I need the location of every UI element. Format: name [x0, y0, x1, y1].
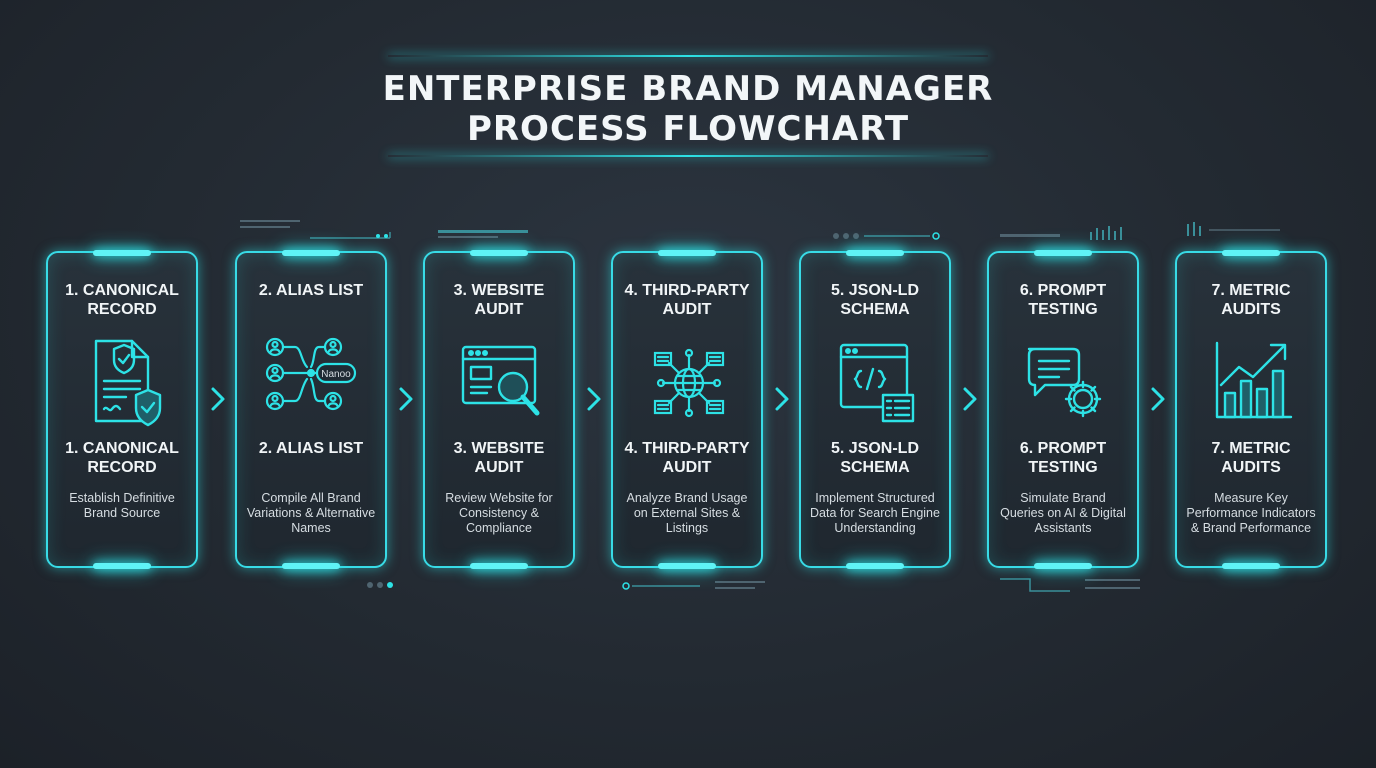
card-bottom-glow [1222, 563, 1280, 569]
card-bottom-glow [658, 563, 716, 569]
tech-deco-bottom-right [1000, 578, 1140, 592]
chevron-right-icon [399, 387, 413, 411]
step-card-metric-audits: 7. METRIC AUDITS 7. METRIC AUDITS Measur… [1175, 250, 1327, 569]
step-heading: 5. JSON-LD SCHEMA [830, 282, 919, 318]
step-label: 2. ALIAS LIST [258, 440, 364, 457]
title-top-line [388, 55, 988, 57]
step-label: 7. METRIC AUDITS [1211, 440, 1291, 476]
tech-deco-top-left [240, 220, 391, 239]
card-bottom-glow [1034, 563, 1092, 569]
tech-deco-top-bars [1000, 226, 1122, 240]
step-card-third-party-audit: 4. THIRD-PARTY AUDIT 4. THIRD-PARTY AUDI… [611, 250, 763, 569]
card-bottom-glow [93, 563, 151, 569]
card-top-glow [282, 250, 340, 256]
title-block: ENTERPRISE BRAND MANAGER PROCESS FLOWCHA… [0, 55, 1376, 157]
tech-deco-top-mid [438, 230, 528, 238]
card-bottom-glow [282, 563, 340, 569]
step-heading: 1. CANONICAL RECORD [65, 282, 179, 318]
globe-network-icon [653, 348, 725, 418]
chat-gear-icon [1027, 347, 1102, 418]
step-card-website-audit: 3. WEBSITE AUDIT 3. WEBSITE AUDIT Review… [423, 250, 575, 569]
step-label: 4. THIRD-PARTY AUDIT [624, 440, 750, 476]
step-heading: 2. ALIAS LIST [258, 282, 364, 299]
step-label: 1. CANONICAL RECORD [65, 440, 179, 476]
chevron-right-icon [775, 387, 789, 411]
chevron-right-icon [587, 387, 601, 411]
network-nodes-icon: Nanoo [265, 337, 357, 411]
card-bottom-glow [470, 563, 528, 569]
step-heading: 4. THIRD-PARTY AUDIT [624, 282, 750, 318]
bar-chart-growth-icon [1215, 341, 1293, 419]
step-description: Compile All Brand Variations & Alternati… [246, 491, 376, 535]
browser-magnifier-icon [461, 345, 540, 416]
card-top-glow [93, 250, 151, 256]
step-description: Analyze Brand Usage on External Sites & … [626, 491, 748, 535]
card-top-glow [470, 250, 528, 256]
step-description: Establish Definitive Brand Source [69, 491, 175, 520]
tech-deco-bottom-mid [622, 581, 765, 590]
chevron-right-icon [963, 387, 977, 411]
step-description: Measure Key Performance Indicators & Bra… [1186, 491, 1316, 535]
title-bottom-line [388, 155, 988, 157]
step-heading: 7. METRIC AUDITS [1211, 282, 1291, 318]
step-label: 6. PROMPT TESTING [1019, 440, 1107, 476]
step-card-prompt-testing: 6. PROMPT TESTING 6. PROMPT TESTING Simu… [987, 250, 1139, 569]
step-card-canonical-record: 1. CANONICAL RECORD 1. CANONICAL RECORD … [46, 250, 198, 569]
tech-deco-bottom-left [367, 582, 393, 588]
step-card-alias-list: 2. ALIAS LIST Nanoo 2. ALIAS LIST Compil… [235, 250, 387, 569]
card-bottom-glow [846, 563, 904, 569]
card-top-glow [1222, 250, 1280, 256]
step-description: Implement Structured Data for Search Eng… [810, 491, 940, 535]
tech-deco-top-far-right [1187, 222, 1280, 236]
step-label: 5. JSON-LD SCHEMA [830, 440, 919, 476]
page-title: ENTERPRISE BRAND MANAGER PROCESS FLOWCHA… [0, 55, 1376, 149]
step-description: Simulate Brand Queries on AI & Digital A… [1000, 491, 1126, 535]
tech-deco-top-right [833, 232, 940, 240]
step-label: 3. WEBSITE AUDIT [453, 440, 545, 476]
document-shield-icon [94, 339, 162, 427]
step-card-json-ld-schema: 5. JSON-LD SCHEMA 5. JSON-LD SCHEMA Impl… [799, 250, 951, 569]
card-top-glow [846, 250, 904, 256]
card-top-glow [1034, 250, 1092, 256]
code-window-icon [839, 343, 915, 423]
chevron-right-icon [1151, 387, 1165, 411]
chevron-right-icon [211, 387, 225, 411]
step-heading: 3. WEBSITE AUDIT [453, 282, 545, 318]
step-heading: 6. PROMPT TESTING [1019, 282, 1107, 318]
step-description: Review Website for Consistency & Complia… [445, 491, 553, 535]
card-top-glow [658, 250, 716, 256]
title-line-2: PROCESS FLOWCHART [466, 109, 910, 149]
title-line-1: ENTERPRISE BRAND MANAGER [382, 69, 994, 109]
alias-node-text: Nanoo [321, 369, 351, 380]
